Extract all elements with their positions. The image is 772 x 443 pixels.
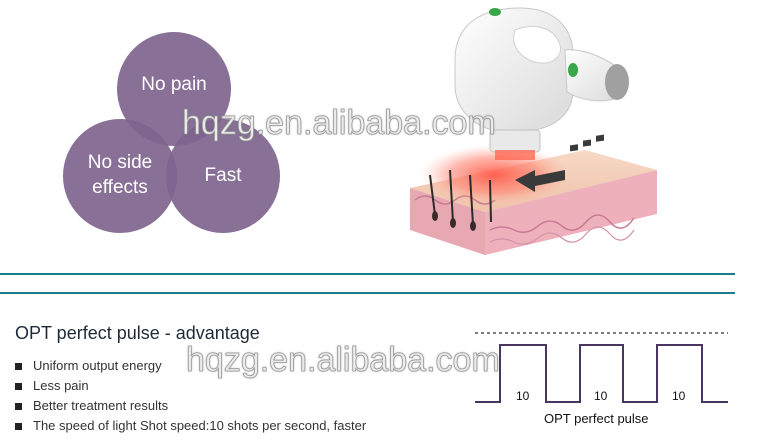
square-bullet-icon [15, 382, 22, 390]
power-led-icon [489, 8, 501, 16]
venn-label-no-pain: No pain [141, 73, 207, 95]
pulse-caption: OPT perfect pulse [544, 411, 649, 426]
trigger-button-icon [568, 63, 578, 77]
venn-circle-no-side-effects: No side effects [63, 119, 177, 233]
square-bullet-icon [15, 402, 22, 410]
divider-bottom [0, 292, 735, 294]
square-bullet-icon [15, 362, 22, 370]
motion-arrow-icon [515, 134, 604, 192]
watermark-bottom: hqzg.en.alibaba.com [186, 341, 501, 380]
pulse-waveform-diagram [475, 332, 728, 403]
pulse-label-3: 10 [672, 389, 686, 403]
ipl-handpiece [454, 7, 629, 160]
list-item: Uniform output energy [15, 356, 366, 376]
pulse-label-1: 10 [516, 389, 530, 403]
list-item: Less pain [15, 376, 366, 396]
watermark-top: hqzg.en.alibaba.com [182, 104, 497, 143]
advantage-title: OPT perfect pulse - advantage [15, 323, 260, 343]
pulse-label-2: 10 [594, 389, 608, 403]
list-item: Better treatment results [15, 396, 366, 416]
skin-front-right [485, 170, 657, 255]
hair-follicles [429, 169, 492, 226]
advantage-list: Uniform output energy Less pain Better t… [15, 356, 366, 436]
skin-front-left [410, 188, 485, 255]
divider-top [0, 273, 735, 275]
venn-circle-fast: Fast [166, 119, 280, 233]
venn-label-no-side-effects: No side effects [87, 152, 153, 198]
handpiece-skin-illustration [410, 7, 657, 255]
venn-label-fast: Fast [204, 164, 242, 186]
square-bullet-icon [15, 422, 22, 430]
pulse-waveform [475, 344, 728, 403]
list-item: The speed of light Shot speed:10 shots p… [15, 416, 366, 436]
